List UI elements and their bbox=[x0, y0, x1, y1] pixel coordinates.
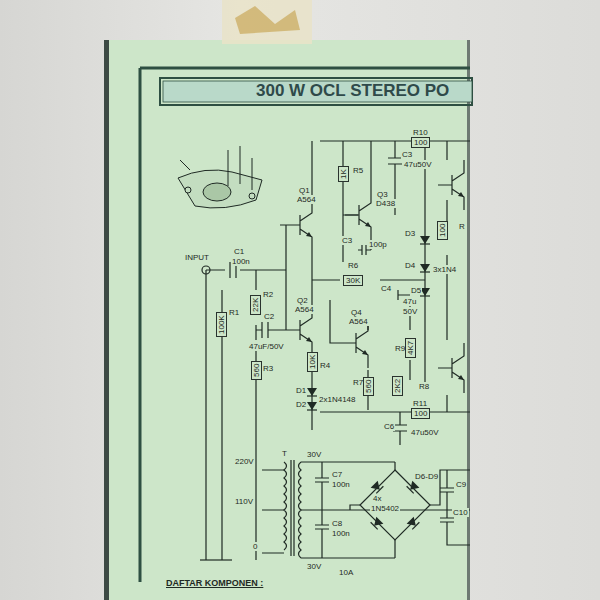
component-label: R5 bbox=[352, 166, 364, 175]
component-label: 2x1N4148 bbox=[318, 395, 356, 404]
component-label: D2 bbox=[295, 400, 307, 409]
component-label: Q2 bbox=[296, 296, 309, 305]
component-label: 100n bbox=[331, 480, 351, 489]
component-label: INPUT bbox=[184, 253, 210, 262]
component-label: T bbox=[281, 449, 288, 458]
component-label: 47u50V bbox=[403, 160, 433, 169]
component-label: C8 bbox=[331, 519, 343, 528]
component-value: 10K bbox=[307, 352, 318, 372]
component-label: R1 bbox=[228, 308, 240, 317]
component-label: A564 bbox=[296, 195, 317, 204]
component-label: C10 bbox=[452, 508, 469, 517]
component-value: 100 bbox=[437, 221, 448, 240]
component-label: D1 bbox=[295, 386, 307, 395]
component-label: A564 bbox=[294, 305, 315, 314]
component-label: C6 bbox=[383, 422, 395, 431]
component-label: C3 bbox=[401, 150, 413, 159]
component-value: 560 bbox=[363, 377, 374, 396]
component-label: R bbox=[458, 222, 466, 231]
component-value: 30K bbox=[343, 275, 363, 286]
component-label: R8 bbox=[418, 382, 430, 391]
component-label: 47uF/50V bbox=[248, 342, 285, 351]
component-label: 47u bbox=[402, 297, 417, 306]
component-label: R6 bbox=[347, 261, 359, 270]
component-label: R4 bbox=[319, 361, 331, 370]
component-label: C3 bbox=[341, 236, 353, 245]
component-label: C2 bbox=[263, 312, 275, 321]
component-value: 2K2 bbox=[392, 376, 403, 396]
component-label: 0 bbox=[252, 542, 258, 551]
component-label: D4 bbox=[404, 261, 416, 270]
component-value: 560 bbox=[251, 361, 262, 380]
section-heading: DAFTAR KOMPONEN : bbox=[165, 579, 264, 588]
component-label: C1 bbox=[233, 247, 245, 256]
component-label: R2 bbox=[262, 290, 274, 299]
component-label: 1N5402 bbox=[370, 504, 400, 513]
component-label: 110V bbox=[234, 497, 254, 506]
component-label: 10A bbox=[338, 568, 354, 577]
component-value: 4K7 bbox=[405, 338, 416, 358]
component-label: 3x1N4 bbox=[432, 265, 457, 274]
component-label: R10 bbox=[412, 128, 429, 137]
component-value: 22K bbox=[250, 295, 261, 315]
component-label: 4x bbox=[372, 494, 382, 503]
component-value: 100 bbox=[411, 408, 430, 419]
component-label: C9 bbox=[455, 480, 467, 489]
component-value: 100K bbox=[216, 312, 227, 337]
component-label: D6-D9 bbox=[414, 472, 439, 481]
component-label: 30V bbox=[306, 450, 322, 459]
component-label: A564 bbox=[348, 317, 369, 326]
component-label: Q3 bbox=[376, 190, 389, 199]
component-label: 100n bbox=[231, 257, 251, 266]
component-label: C7 bbox=[331, 470, 343, 479]
component-label: 30V bbox=[306, 562, 322, 571]
component-label: D3 bbox=[404, 229, 416, 238]
board-panel bbox=[104, 40, 470, 600]
component-value: 1K bbox=[338, 166, 349, 182]
component-label: D438 bbox=[375, 199, 396, 208]
component-label: D5 bbox=[410, 286, 422, 295]
component-value: 100 bbox=[411, 137, 430, 148]
component-label: Q4 bbox=[350, 308, 363, 317]
title-text: 300 W OCL STEREO PO bbox=[256, 81, 449, 101]
component-label: 100n bbox=[331, 529, 351, 538]
component-label: R11 bbox=[412, 399, 428, 408]
component-label: 50V bbox=[402, 307, 418, 316]
component-label: 220V bbox=[234, 457, 255, 466]
component-label: 47u50V bbox=[410, 428, 440, 437]
component-label: C4 bbox=[380, 284, 392, 293]
component-label: Q1 bbox=[298, 186, 311, 195]
component-label: 100p bbox=[368, 240, 388, 249]
component-label: R3 bbox=[262, 364, 274, 373]
